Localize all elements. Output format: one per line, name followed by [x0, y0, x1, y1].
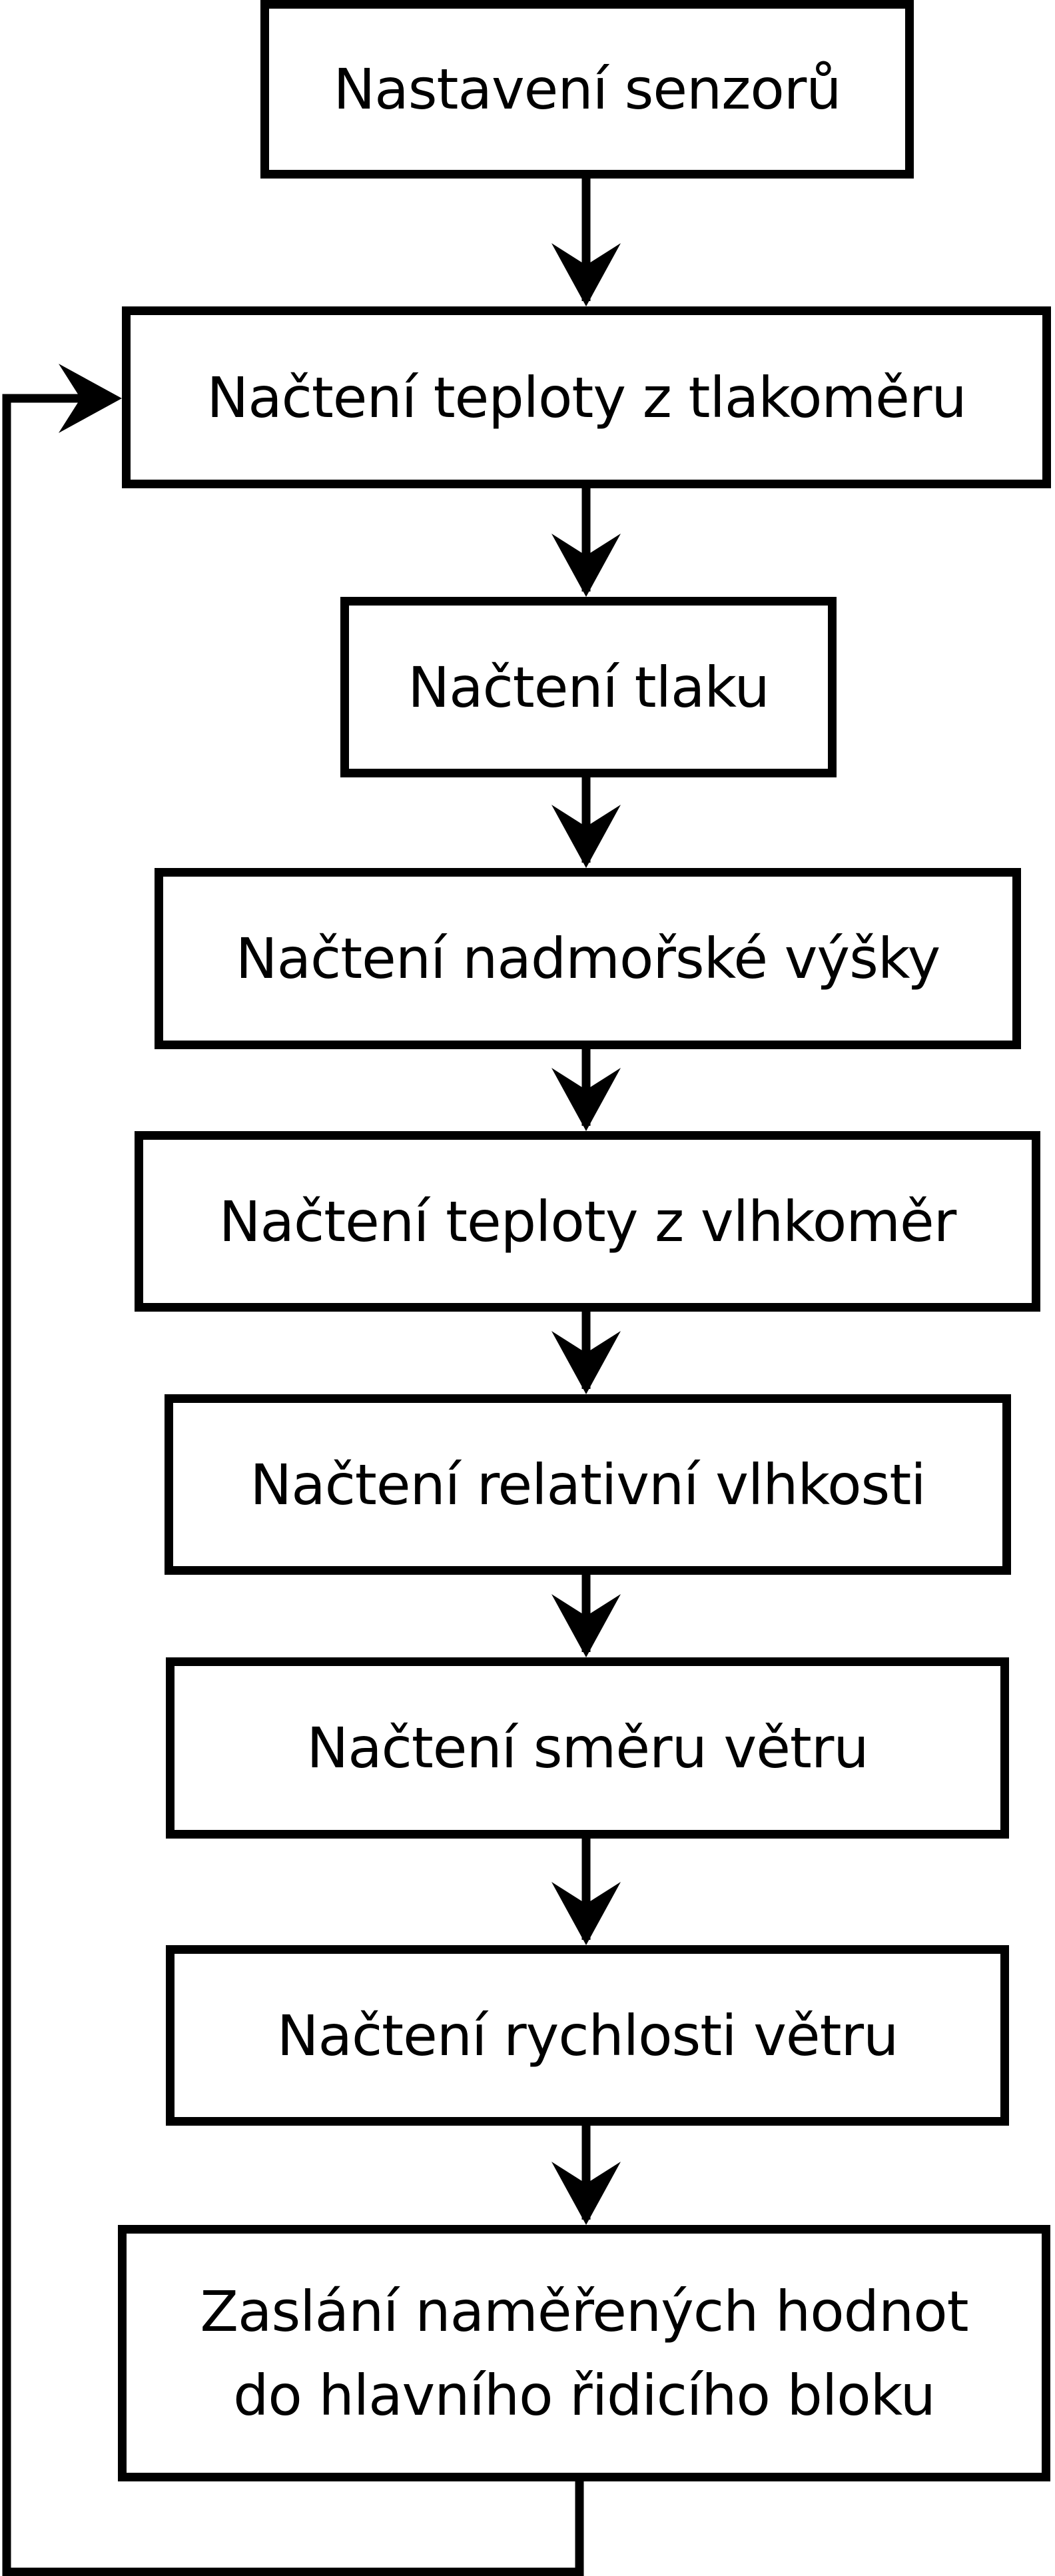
edge-arrow-2-3	[551, 484, 621, 597]
edge-arrow-4-5	[551, 1045, 621, 1131]
flow-node-label: Načtení směru větru	[306, 1715, 869, 1781]
edge-arrow-1-2	[551, 175, 621, 306]
flow-node-nacteni-rychlosti-vetru: Načtení rychlosti větru	[166, 1945, 1009, 2126]
flow-node-label: Načtení tlaku	[408, 654, 769, 720]
flow-node-zaslani-hodnot: Zaslání naměřených hodnot do hlavního ři…	[118, 2225, 1050, 2481]
feedback-loop-arrowhead	[59, 364, 122, 433]
flow-node-label: Načtení rychlosti větru	[276, 2002, 899, 2068]
edge-arrow-3-4	[551, 773, 621, 868]
edge-arrow-7-8	[551, 1835, 621, 1945]
flow-node-nastaveni-senzoru: Nastavení senzorů	[260, 0, 914, 179]
flow-node-nacteni-teploty-tlakomer: Načtení teploty z tlakoměru	[122, 306, 1051, 488]
flow-node-label: Nastavení senzorů	[333, 57, 841, 122]
flow-node-nacteni-tlaku: Načtení tlaku	[340, 597, 837, 777]
flow-node-label: Zaslání naměřených hodnot do hlavního ři…	[200, 2278, 968, 2428]
flow-node-nacteni-nadmorske-vysky: Načtení nadmořské výšky	[155, 868, 1021, 1049]
edge-arrow-5-6	[551, 1308, 621, 1394]
flow-node-label: Načtení nadmořské výšky	[235, 926, 941, 991]
flow-node-label: Načtení relativní vlhkosti	[250, 1452, 926, 1517]
edge-arrow-8-9	[551, 2122, 621, 2225]
flow-node-label: Načtení teploty z vlhkoměr	[218, 1188, 957, 1254]
flow-node-nacteni-relativni-vlhkosti: Načtení relativní vlhkosti	[165, 1394, 1011, 1575]
edge-arrow-6-7	[551, 1571, 621, 1657]
edge-feedback-loop	[2, 364, 584, 2576]
flow-node-nacteni-teploty-vlhkomer: Načtení teploty z vlhkoměr	[135, 1131, 1040, 1312]
flow-node-nacteni-smeru-vetru: Načtení směru větru	[166, 1657, 1009, 1839]
flow-node-label: Načtení teploty z tlakoměru	[206, 364, 966, 430]
